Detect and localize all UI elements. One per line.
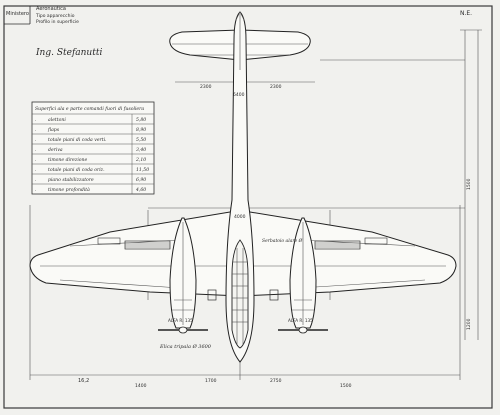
drawing-stamp: N.E. [460,10,472,17]
oil-cooler-left [207,289,217,301]
legend-value: 3,40 [136,147,146,153]
nose-glazing [231,239,249,349]
legend-label: deriva [48,147,63,153]
legend-label: totale piani di coda oriz. [48,167,105,173]
legend-title: Superfici ala e parte comandi fuori di f… [35,106,144,112]
legend-value: 4,60 [135,187,146,193]
propeller-note: Elica tripala Ø 3600 [159,343,212,350]
oil-cooler-right [269,289,279,301]
legend-bullet: . [35,128,37,133]
engine-label-left: ALFA R. 135 [168,318,193,323]
header-line2: Aeronautica [36,6,66,12]
dim-tail-center: 6400 [233,92,245,98]
flap-right [314,240,361,250]
engine-nacelle-right [278,217,328,334]
dim-vertical-right: 1200 [466,318,472,330]
flap-left [124,240,171,250]
legend-label: alettoni [48,117,66,123]
legend-bullet: . [35,148,37,153]
signature: Ing. Stefanutti [35,48,102,58]
legend-label: timone profondità [48,186,90,193]
legend-label: flaps [47,127,60,133]
header-line4: Profilo in superficie [36,19,79,25]
legend-bullet: . [35,138,37,143]
dim-tail-left: 2300 [200,84,212,90]
legend-label: totale piani di coda verti. [48,137,107,143]
legend-bullet: . [35,118,37,123]
fuel-tank-note: Serbatoio alare Ø [262,237,303,244]
dim-total-length: 1500 [466,178,472,190]
legend-value: 5,80 [136,117,146,123]
legend-bullet: . [35,188,37,193]
dim-center-mid: 1700 [205,378,217,384]
dim-center-right: 2750 [270,378,282,384]
legend-bullet: . [35,178,37,183]
legend-value: 2,10 [135,157,146,163]
header-line3: Tipo apparecchio [35,13,75,19]
legend-value: 5,50 [136,137,146,143]
legend-value: 6,90 [136,177,146,183]
legend-label: piano stabilizzatore [48,177,94,183]
title-block: Ministero Aeronautica Tipo apparecchio P… [6,6,472,25]
aileron-left [97,237,121,245]
engine-nacelle-left [158,217,208,334]
engine-label-right: ALFA R. 135 [288,318,313,323]
header-line1: Ministero [6,11,29,17]
dim-center-left: 1400 [135,383,147,389]
dim-tail-right: 2300 [270,84,282,90]
drawing-border [3,5,493,409]
legend-label: timone direzione [48,157,88,163]
dim-center-section: 4000 [234,214,246,220]
legend-bullet: . [35,168,37,173]
surface-legend: Superfici ala e parte comandi fuori di f… [31,101,155,195]
dim-wing-left: 16,2 [78,378,89,384]
dimension-labels: 2300 6400 2300 4000 16,2 1400 1700 2750 … [78,84,472,389]
legend-value: 8,90 [136,127,146,133]
legend-value: 11,50 [136,167,149,173]
legend-bullet: . [35,158,37,163]
dim-overall-right: 1500 [340,383,352,389]
aileron-right [364,237,388,245]
